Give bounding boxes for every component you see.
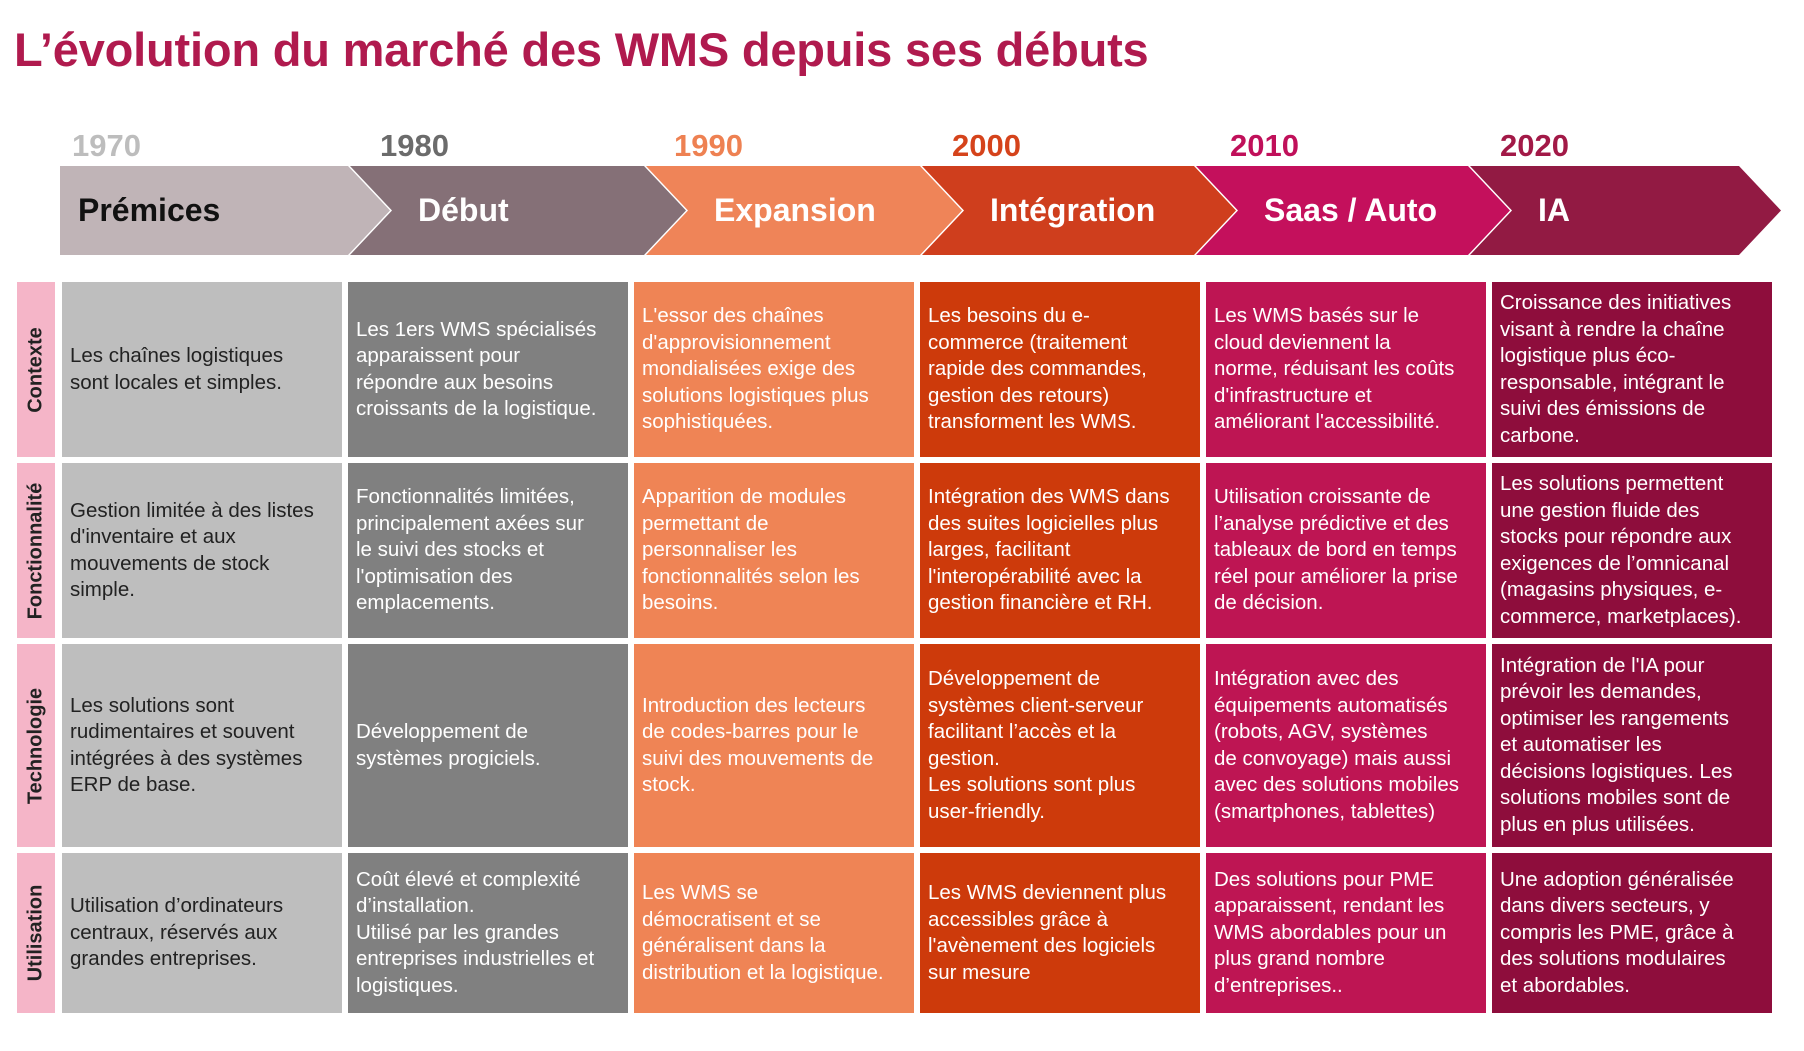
row-label-utilisation: Utilisation	[17, 853, 55, 1013]
phase-arrow-2020: IA	[1470, 166, 1781, 255]
table-cell-contexte-2020: Croissance des initiatives visant à rend…	[1492, 282, 1772, 457]
row-label-text: Technologie	[24, 687, 47, 804]
phase-arrow-1980: Début	[350, 166, 686, 255]
cell-text: Développement de systèmes progiciels.	[356, 720, 541, 770]
year-label-1980: 1980	[380, 128, 449, 163]
cell-text: Les solutions sont rudimentaires et souv…	[70, 693, 303, 797]
cell-text: Développement de systèmes client-serveur…	[928, 667, 1144, 823]
cell-text: Les WMS se démocratisent et se généralis…	[642, 881, 884, 984]
table-cell-utilisation-2010: Des solutions pour PME apparaissent, ren…	[1206, 853, 1486, 1013]
table-cell-contexte-1970: Les chaînes logistiques sont locales et …	[62, 282, 342, 457]
table-cell-technologie-1990: Introduction des lecteurs de codes-barre…	[634, 644, 914, 847]
year-label-2020: 2020	[1500, 128, 1569, 163]
table-cell-fonctionnalité-1990: Apparition de modules permettant de pers…	[634, 463, 914, 638]
phase-name: Début	[418, 192, 509, 228]
table-cell-technologie-2000: Développement de systèmes client-serveur…	[920, 644, 1200, 847]
row-label-fonctionnalité: Fonctionnalité	[17, 463, 55, 638]
table-cell-technologie-2010: Intégration avec des équipements automat…	[1206, 644, 1486, 847]
year-label-2000: 2000	[952, 128, 1021, 163]
cell-text: L'essor des chaînes d'approvisionnement …	[642, 304, 869, 434]
cell-text: Une adoption généralisée dans divers sec…	[1500, 867, 1734, 997]
cell-text: Utilisation croissante de l’analyse préd…	[1214, 485, 1458, 615]
year-label-1990: 1990	[674, 128, 743, 163]
phase-arrow-1990: Expansion	[646, 166, 962, 255]
year-label-2010: 2010	[1230, 128, 1299, 163]
table-cell-utilisation-2000: Les WMS deviennent plus accessibles grâc…	[920, 853, 1200, 1013]
row-label-technologie: Technologie	[17, 644, 55, 847]
table-cell-fonctionnalité-2000: Intégration des WMS dans des suites logi…	[920, 463, 1200, 638]
cell-text: Intégration avec des équipements automat…	[1214, 667, 1459, 823]
phase-arrow-2010: Saas / Auto	[1196, 166, 1510, 255]
row-label-text: Utilisation	[24, 884, 47, 982]
cell-text: Les chaînes logistiques sont locales et …	[70, 344, 284, 394]
cell-text: Utilisation d’ordinateurs centraux, rése…	[70, 894, 284, 971]
row-label-text: Contexte	[24, 326, 47, 413]
page-title: L’évolution du marché des WMS depuis ses…	[14, 23, 1149, 76]
table-cell-fonctionnalité-2010: Utilisation croissante de l’analyse préd…	[1206, 463, 1486, 638]
table-cell-contexte-1980: Les 1ers WMS spécialisés apparaissent po…	[348, 282, 628, 457]
table-cell-utilisation-1970: Utilisation d’ordinateurs centraux, rése…	[62, 853, 342, 1013]
phase-name: IA	[1538, 192, 1570, 228]
cell-text: Les WMS basés sur le cloud deviennent la…	[1214, 304, 1455, 434]
table-cell-technologie-1970: Les solutions sont rudimentaires et souv…	[62, 644, 342, 847]
cell-text: Introduction des lecteurs de codes-barre…	[642, 693, 874, 797]
cell-text: Les besoins du e- commerce (traitement r…	[928, 304, 1147, 434]
table-cell-contexte-2000: Les besoins du e- commerce (traitement r…	[920, 282, 1200, 457]
table-cell-contexte-1990: L'essor des chaînes d'approvisionnement …	[634, 282, 914, 457]
table-cell-utilisation-2020: Une adoption généralisée dans divers sec…	[1492, 853, 1772, 1013]
cell-text: Intégration de l'IA pour prévoir les dem…	[1500, 653, 1733, 836]
cell-text: Des solutions pour PME apparaissent, ren…	[1214, 867, 1447, 997]
phase-name: Intégration	[990, 192, 1156, 228]
cell-text: Intégration des WMS dans des suites logi…	[928, 485, 1170, 615]
phase-name: Expansion	[714, 192, 876, 228]
table-cell-fonctionnalité-1980: Fonctionnalités limitées, principalement…	[348, 463, 628, 638]
table-cell-utilisation-1980: Coût élevé et complexité d’installation.…	[348, 853, 628, 1013]
cell-text: Les WMS deviennent plus accessibles grâc…	[928, 881, 1167, 984]
year-label-1970: 1970	[72, 128, 141, 163]
cell-text: Les solutions permettent une gestion flu…	[1500, 472, 1742, 628]
cell-text: Croissance des initiatives visant à rend…	[1500, 291, 1732, 447]
cell-text: Coût élevé et complexité d’installation.…	[356, 867, 595, 997]
phase-name: Prémices	[78, 192, 221, 228]
table-cell-fonctionnalité-1970: Gestion limitée à des listes d'inventair…	[62, 463, 342, 638]
cell-text: Gestion limitée à des listes d'inventair…	[70, 498, 314, 602]
cell-text: Les 1ers WMS spécialisés apparaissent po…	[356, 317, 597, 421]
row-label-text: Fonctionnalité	[24, 482, 47, 619]
phase-name: Saas / Auto	[1264, 192, 1438, 228]
phase-arrow-1970: Prémices	[60, 166, 390, 255]
table-cell-technologie-1980: Développement de systèmes progiciels.	[348, 644, 628, 847]
cell-text: Fonctionnalités limitées, principalement…	[356, 485, 584, 615]
phase-arrow-2000: Intégration	[922, 166, 1236, 255]
cell-text: Apparition de modules permettant de pers…	[642, 485, 860, 615]
table-cell-fonctionnalité-2020: Les solutions permettent une gestion flu…	[1492, 463, 1772, 638]
row-label-contexte: Contexte	[17, 282, 55, 457]
table-cell-technologie-2020: Intégration de l'IA pour prévoir les dem…	[1492, 644, 1772, 847]
table-cell-utilisation-1990: Les WMS se démocratisent et se généralis…	[634, 853, 914, 1013]
table-cell-contexte-2010: Les WMS basés sur le cloud deviennent la…	[1206, 282, 1486, 457]
